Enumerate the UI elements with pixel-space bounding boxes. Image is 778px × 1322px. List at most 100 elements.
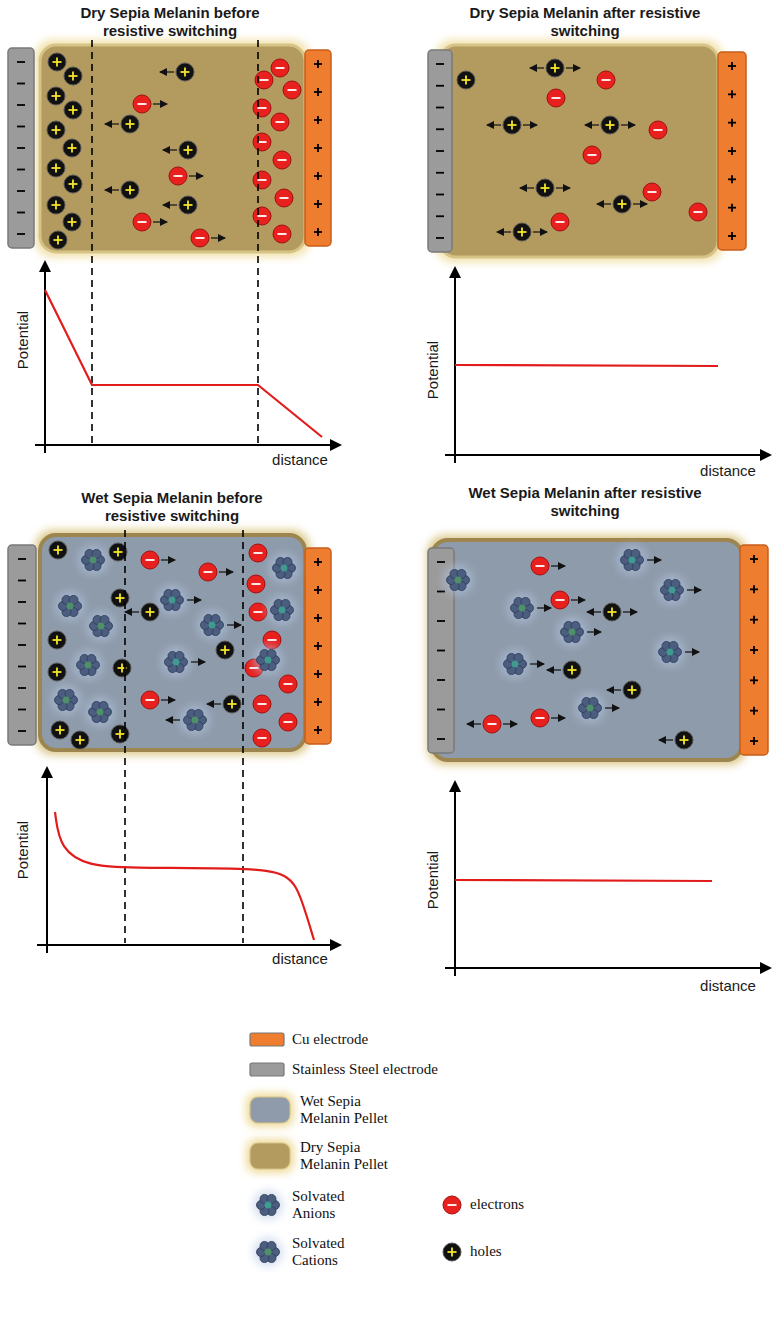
- ion-halo: [617, 545, 647, 575]
- legend-text: Solvated Cations: [292, 1235, 367, 1270]
- sign: [138, 221, 147, 223]
- ion-halo: [253, 1237, 283, 1267]
- sign: [654, 129, 663, 131]
- motion-arrow: [587, 631, 601, 632]
- cu-electrode: [718, 52, 746, 250]
- charge-sign: [436, 85, 444, 87]
- motion-arrow: [551, 565, 565, 566]
- charge-sign: [317, 228, 319, 236]
- sign: [72, 72, 74, 81]
- hole: [603, 603, 621, 621]
- ion-halo: [443, 565, 473, 595]
- hole: [675, 731, 693, 749]
- charge-sign: [18, 601, 26, 603]
- charge-sign: [753, 676, 755, 684]
- sign: [276, 121, 285, 123]
- ion-halo: [269, 553, 299, 583]
- panel-title: Wet Sepia Melanin before resistive switc…: [52, 489, 292, 525]
- sign: [71, 144, 73, 153]
- ion-halo: [55, 591, 85, 621]
- charge-sign: [437, 591, 445, 593]
- hole: [49, 541, 67, 559]
- charge-sign: [436, 128, 444, 130]
- sign: [71, 218, 73, 227]
- cu-electrode: [740, 545, 768, 755]
- charge-sign: [17, 169, 25, 171]
- motion-arrow: [537, 607, 551, 608]
- motion-arrow: [163, 149, 177, 150]
- sign: [79, 736, 81, 745]
- sign: [621, 200, 623, 209]
- sign: [59, 726, 61, 735]
- charge-sign: [753, 616, 755, 624]
- ion-halo: [197, 610, 227, 640]
- sign: [146, 559, 155, 561]
- charge-sign: [437, 679, 445, 681]
- electron: [133, 213, 151, 231]
- hole: [111, 725, 129, 743]
- electron: [253, 99, 271, 117]
- charge-sign: [437, 620, 445, 622]
- charge-sign: [436, 172, 444, 174]
- motion-arrow: [161, 559, 175, 560]
- hole: [536, 179, 554, 197]
- swatch-glow: [246, 1139, 294, 1173]
- ion-core: [265, 657, 272, 664]
- sign: [588, 154, 597, 156]
- hole: [63, 139, 81, 157]
- motion-arrow: [659, 739, 673, 740]
- ion-core: [209, 622, 216, 629]
- sign: [465, 76, 467, 85]
- electron: [169, 167, 187, 185]
- potential-curve: [455, 880, 712, 881]
- hole: [121, 115, 139, 133]
- hole: [63, 213, 81, 231]
- motion-arrow: [520, 187, 534, 188]
- pellet-glow: [435, 40, 723, 262]
- charge-sign: [17, 83, 25, 85]
- sign: [556, 221, 565, 223]
- electron: [253, 729, 271, 747]
- sign: [278, 159, 287, 161]
- motion-arrow: [687, 589, 701, 590]
- electron: [483, 715, 501, 733]
- motion-arrow: [685, 651, 699, 652]
- hole: [443, 1243, 461, 1261]
- ion-core: [90, 557, 97, 564]
- charge-sign: [436, 194, 444, 196]
- ion-halo: [161, 647, 191, 677]
- hole: [223, 695, 241, 713]
- electron: [649, 121, 667, 139]
- ion-core: [279, 607, 286, 614]
- electron: [199, 563, 217, 581]
- motion-arrow: [503, 723, 517, 724]
- sign: [184, 68, 186, 77]
- ion-core: [97, 709, 104, 716]
- sign: [196, 237, 205, 239]
- electron: [249, 603, 267, 621]
- sign: [55, 126, 57, 135]
- charge-sign: [317, 586, 319, 594]
- ion-core: [67, 603, 74, 610]
- motion-arrow: [160, 71, 174, 72]
- swatch-glow: [246, 1093, 294, 1127]
- ion-core: [98, 623, 105, 630]
- axis-label: Potential: [14, 821, 31, 879]
- sign: [254, 611, 263, 613]
- sign: [544, 184, 546, 193]
- sign: [72, 180, 74, 189]
- ion-core: [265, 1249, 272, 1256]
- motion-arrow: [571, 599, 585, 600]
- electron: [253, 171, 271, 189]
- charge-sign: [317, 116, 319, 124]
- charge-sign: [753, 555, 755, 563]
- legend-text: Cu electrode: [292, 1031, 368, 1048]
- y-axis: [46, 768, 48, 953]
- ion-halo: [86, 611, 116, 641]
- sign: [119, 594, 121, 603]
- ion-core: [667, 649, 674, 656]
- charge-sign: [317, 88, 319, 96]
- axis-label: distance: [700, 977, 756, 994]
- axis-label: distance: [272, 950, 328, 967]
- electron: [249, 544, 267, 562]
